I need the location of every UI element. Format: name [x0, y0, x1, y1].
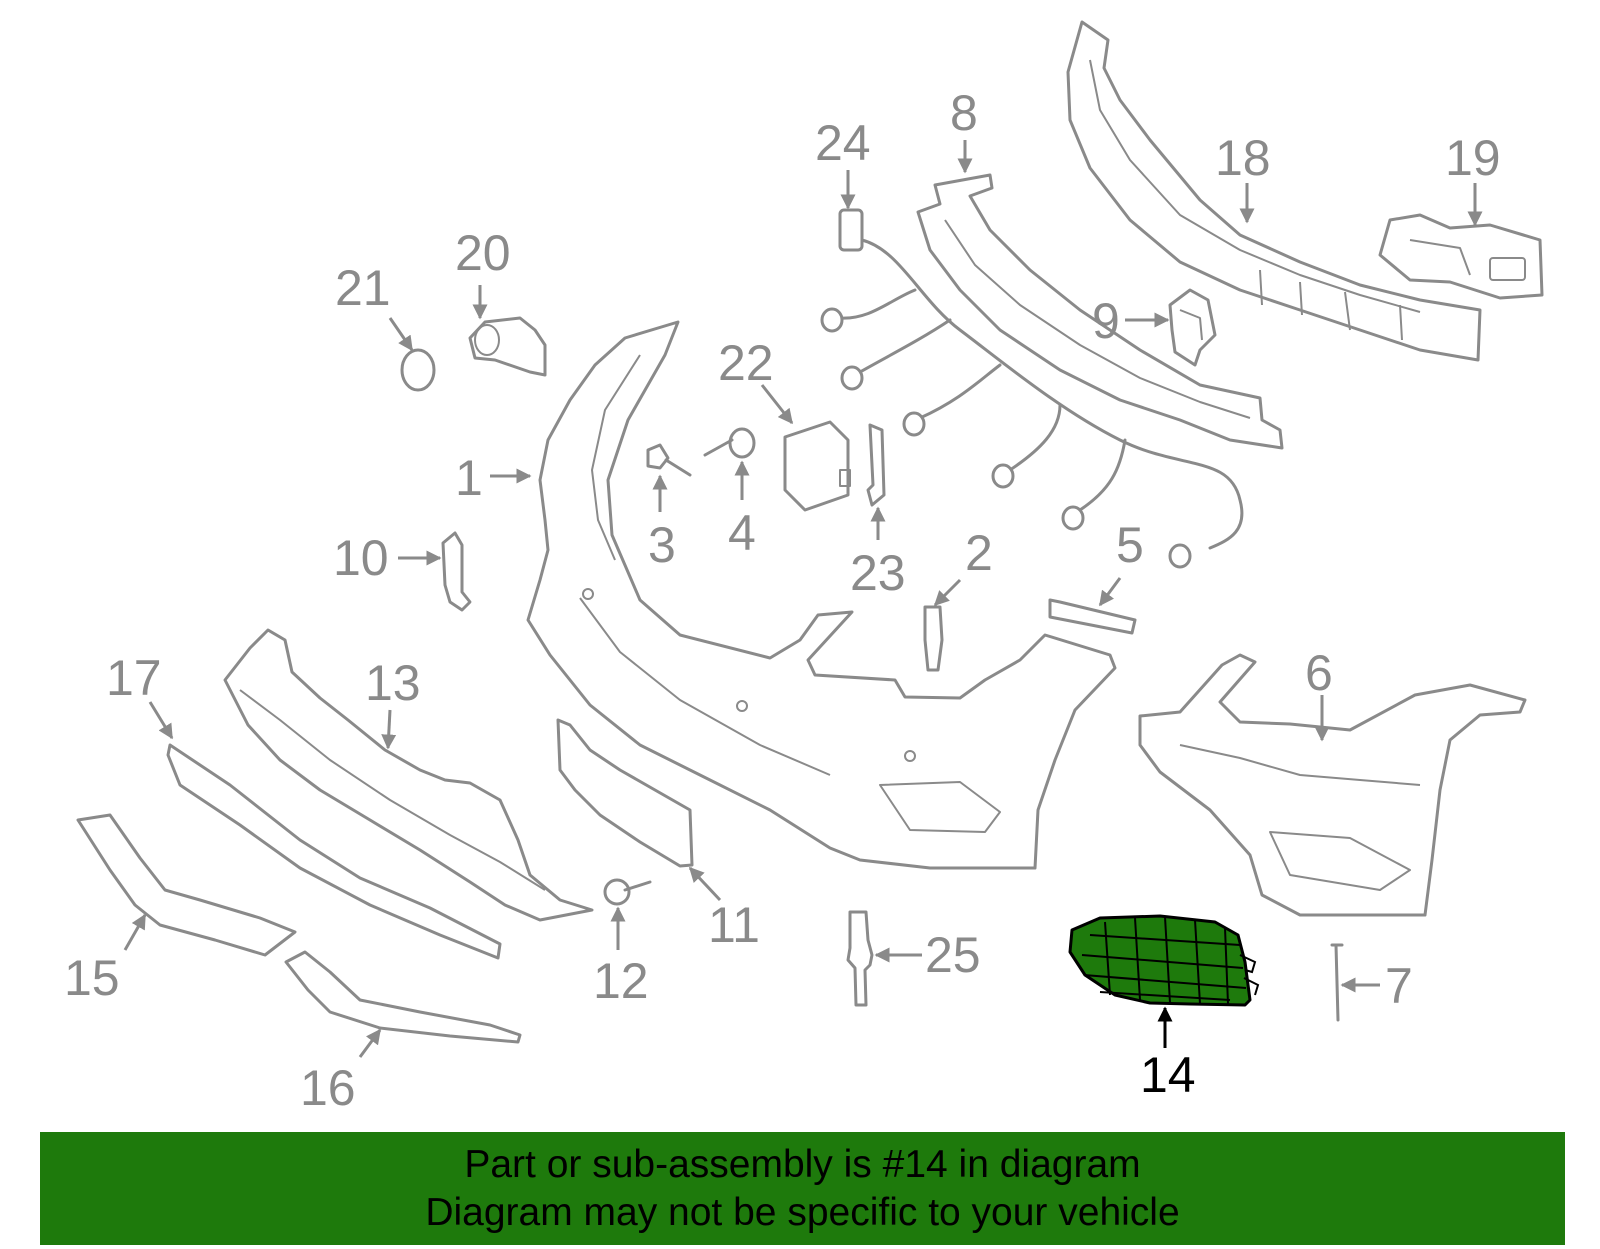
callout-6: 6 — [1305, 645, 1333, 701]
callout-3: 3 — [648, 517, 676, 573]
callout-8: 8 — [950, 85, 978, 141]
callout-17: 17 — [106, 650, 162, 706]
part-19-bracket[interactable] — [1378, 213, 1544, 300]
part-12-screw[interactable] — [603, 878, 652, 906]
callout-20: 20 — [455, 225, 511, 281]
part-23-bracket[interactable] — [866, 423, 886, 507]
callout-16: 16 — [300, 1060, 356, 1116]
callout-7: 7 — [1385, 958, 1413, 1014]
part-7-clip[interactable] — [1330, 943, 1344, 1022]
callout-13: 13 — [365, 655, 421, 711]
callout-21: 21 — [335, 260, 391, 316]
part-14-grille-highlighted[interactable] — [1068, 914, 1260, 1007]
callout-24: 24 — [815, 115, 871, 171]
part-21-cap[interactable] — [400, 348, 436, 392]
callout-9: 9 — [1092, 293, 1120, 349]
part-22-module[interactable] — [783, 420, 851, 512]
callout-14: 14 — [1140, 1047, 1196, 1103]
info-banner: Part or sub-assembly is #14 in diagram D… — [40, 1132, 1565, 1245]
parts-diagram: 1 2 3 4 5 6 7 8 9 10 11 12 13 14 15 16 1… — [64, 20, 1544, 1116]
callout-15: 15 — [64, 950, 120, 1006]
part-1-bumper-cover[interactable] — [526, 320, 1117, 870]
callout-1: 1 — [455, 450, 483, 506]
callout-23: 23 — [850, 545, 906, 601]
callout-12: 12 — [593, 953, 649, 1009]
callout-18: 18 — [1215, 130, 1271, 186]
part-11-trim-plate[interactable] — [556, 718, 694, 868]
part-4-bolt[interactable] — [703, 427, 756, 459]
callout-25: 25 — [925, 927, 981, 983]
banner-line-disclaimer: Diagram may not be specific to your vehi… — [425, 1190, 1180, 1234]
part-16-moulding[interactable] — [284, 950, 522, 1044]
part-3-bolt[interactable] — [646, 443, 692, 477]
part-10-clip[interactable] — [441, 531, 472, 612]
callout-4: 4 — [728, 505, 756, 561]
callout-22: 22 — [718, 335, 774, 391]
part-9-bracket[interactable] — [1168, 288, 1217, 367]
part-2-clip[interactable] — [923, 605, 944, 672]
sensor-connectors — [820, 307, 1192, 569]
part-18-impact-bar[interactable] — [1066, 20, 1482, 362]
part-8-upper-support[interactable] — [916, 173, 1284, 450]
leader-lines — [123, 140, 1483, 1058]
callout-10: 10 — [333, 530, 389, 586]
part-15-moulding[interactable] — [76, 813, 297, 957]
callout-labels: 1 2 3 4 5 6 7 8 9 10 11 12 13 14 15 16 1… — [64, 85, 1501, 1116]
callout-2: 2 — [965, 525, 993, 581]
callout-5: 5 — [1116, 517, 1144, 573]
part-25-clip[interactable] — [846, 910, 874, 1007]
part-17-strip[interactable] — [166, 743, 502, 960]
callout-19: 19 — [1445, 130, 1501, 186]
part-20-sensor[interactable] — [468, 316, 547, 377]
part-24-wiring-harness[interactable] — [820, 208, 1244, 569]
part-5-strip[interactable] — [1048, 598, 1137, 635]
part-6-lower-section[interactable] — [1138, 653, 1527, 917]
banner-line-part-number: Part or sub-assembly is #14 in diagram — [464, 1142, 1141, 1186]
callout-11: 11 — [708, 897, 760, 953]
part-13-support-bracket[interactable] — [223, 628, 594, 922]
